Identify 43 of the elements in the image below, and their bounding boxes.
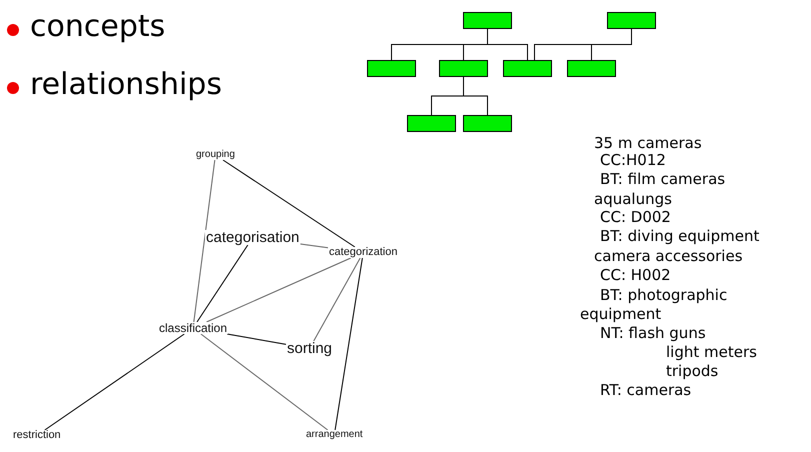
link-line	[222, 160, 356, 248]
bullet-text: relationships	[30, 66, 222, 104]
term-entry: BT: diving equipment	[600, 227, 760, 246]
term-entry: 35 m cameras	[594, 134, 702, 153]
link-line	[200, 334, 328, 430]
tree-box	[503, 60, 552, 77]
term-label: sorting	[286, 341, 334, 356]
term-label: classification	[158, 322, 228, 334]
tree-box	[463, 115, 512, 132]
link-line	[313, 258, 361, 342]
bullet-text: concepts	[30, 8, 166, 46]
term-entry: CC: H002	[600, 266, 671, 285]
tree-box	[607, 12, 656, 29]
link-line	[196, 244, 248, 322]
tree-box	[463, 12, 512, 29]
link-line	[226, 334, 286, 345]
tree-box	[567, 60, 616, 77]
term-label: categorisation	[205, 230, 300, 245]
term-entry: light meters	[666, 343, 757, 362]
link-line	[334, 258, 363, 430]
tree-box	[407, 115, 456, 132]
term-entry: RT: cameras	[600, 381, 692, 400]
term-entry: aqualungs	[594, 190, 672, 209]
link-line	[206, 258, 352, 322]
term-entry: NT: flash guns	[600, 324, 706, 343]
term-label: arrangement	[305, 430, 364, 440]
term-entry: camera accessories	[594, 247, 743, 266]
tree-connector	[591, 28, 632, 60]
term-entry: CC:H012	[600, 151, 666, 170]
tree-box	[367, 60, 416, 77]
term-entry: BT: film cameras	[600, 170, 726, 189]
link-line	[44, 334, 185, 430]
link-line	[300, 244, 328, 248]
term-entry: BT: photographic equipment	[580, 286, 728, 324]
tree-connector	[463, 76, 488, 116]
link-line	[193, 160, 216, 322]
term-label: restriction	[12, 430, 62, 441]
term-label: grouping	[195, 150, 236, 160]
term-entry: tripods	[666, 362, 718, 381]
tree-connector	[487, 28, 528, 60]
term-entry: CC: D002	[600, 208, 671, 227]
tree-box	[439, 60, 488, 77]
term-label: categorization	[328, 247, 398, 258]
